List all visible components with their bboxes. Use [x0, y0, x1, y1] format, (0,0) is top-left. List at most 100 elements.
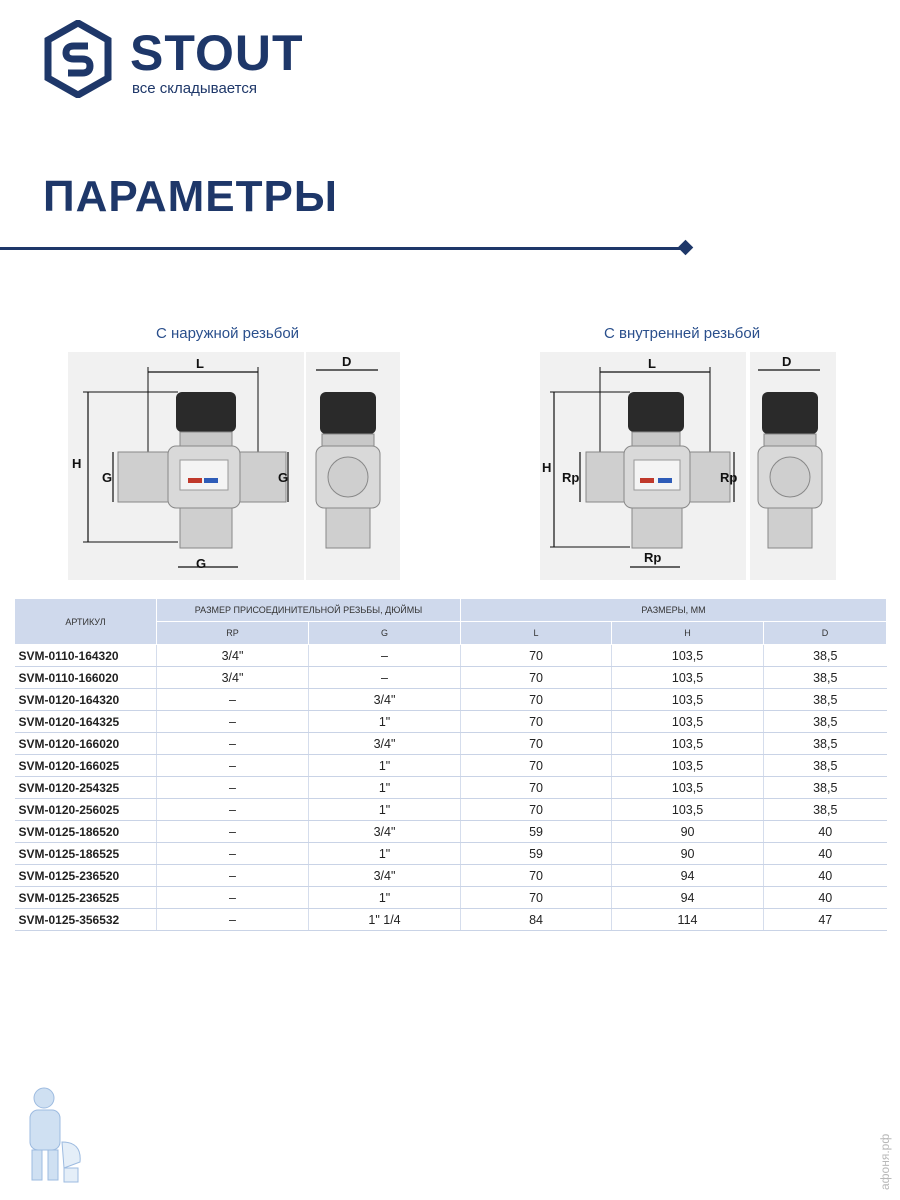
dim-label-rp-right: Rp	[720, 470, 738, 485]
cell-article: SVM-0125-236525	[14, 886, 157, 909]
cell-g: 3/4"	[307, 820, 461, 843]
cell-d: 38,5	[763, 732, 887, 755]
cell-d: 40	[763, 864, 887, 887]
valve-side-internal-icon	[757, 369, 823, 549]
cell-l: 70	[460, 776, 612, 799]
brand-name: STOUT	[130, 25, 304, 81]
cell-l: 70	[460, 644, 612, 667]
cell-rp: 3/4"	[156, 666, 309, 689]
stout-logo: STOUT все складывается	[44, 20, 303, 100]
dim-label-l-internal: L	[648, 356, 656, 371]
cell-g: 3/4"	[307, 732, 461, 755]
cell-article: SVM-0120-256025	[14, 798, 157, 821]
cell-rp: –	[156, 864, 309, 887]
dim-label-d-internal: D	[782, 354, 792, 369]
valve-side-external-drawing: D	[306, 352, 400, 580]
header-rp: Rp	[156, 621, 309, 645]
cell-article: SVM-0125-356532	[14, 908, 157, 931]
plumber-mascot-icon	[29, 1087, 81, 1183]
cell-h: 103,5	[611, 732, 764, 755]
title-divider	[0, 247, 688, 250]
cell-l: 59	[460, 820, 612, 843]
cell-rp: –	[156, 776, 309, 799]
cell-h: 103,5	[611, 798, 764, 821]
cell-g: 1"	[307, 798, 461, 821]
header-l: L	[460, 621, 613, 645]
dim-label-g-right: G	[278, 470, 289, 485]
page-title: ПАРАМЕТРЫ	[43, 172, 338, 221]
cell-rp: –	[156, 732, 309, 755]
cell-l: 59	[460, 842, 612, 865]
cell-g: –	[307, 666, 461, 689]
cell-rp: –	[156, 688, 309, 711]
dim-label-d-external: D	[342, 354, 352, 369]
dim-label-rp-left: Rp	[562, 470, 580, 485]
cell-article: SVM-0125-186525	[14, 842, 157, 865]
cell-article: SVM-0125-236520	[14, 864, 157, 887]
cell-g: 3/4"	[307, 864, 461, 887]
cell-article: SVM-0120-164325	[14, 710, 157, 733]
header-g: G	[307, 621, 462, 645]
cell-h: 103,5	[611, 644, 764, 667]
header-thread-size: РАЗМЕР ПРИСОЕДИНИТЕЛЬНОЙ РЕЗЬБЫ, ДЮЙМЫ	[155, 598, 462, 622]
cell-h: 94	[611, 864, 764, 887]
cell-d: 40	[763, 842, 887, 865]
cell-d: 38,5	[763, 666, 887, 689]
cell-rp: –	[156, 842, 309, 865]
cell-article: SVM-0120-166025	[14, 754, 157, 777]
spec-table: АРТИКУЛ РАЗМЕР ПРИСОЕДИНИТЕЛЬНОЙ РЕЗЬБЫ,…	[14, 598, 888, 931]
cell-h: 103,5	[611, 666, 764, 689]
cell-rp: –	[156, 820, 309, 843]
cell-article: SVM-0120-164320	[14, 688, 157, 711]
valve-front-external-icon	[83, 367, 289, 568]
cell-d: 38,5	[763, 798, 887, 821]
valve-front-internal-icon	[550, 367, 735, 568]
cell-l: 70	[460, 886, 612, 909]
cell-article: SVM-0120-166020	[14, 732, 157, 755]
stout-hexagon-logo-icon	[44, 20, 112, 98]
header-d: D	[763, 621, 888, 645]
brand-tagline: все складывается	[132, 80, 257, 97]
cell-rp: –	[156, 908, 309, 931]
cell-l: 84	[460, 908, 612, 931]
cell-d: 38,5	[763, 644, 887, 667]
cell-rp: 3/4"	[156, 644, 309, 667]
cell-article: SVM-0120-254325	[14, 776, 157, 799]
caption-external-thread: С наружной резьбой	[156, 325, 300, 342]
cell-l: 70	[460, 864, 612, 887]
cell-g: 1"	[307, 886, 461, 909]
cell-d: 38,5	[763, 688, 887, 711]
cell-g: 1"	[307, 754, 461, 777]
cell-d: 38,5	[763, 776, 887, 799]
cell-l: 70	[460, 732, 612, 755]
cell-h: 103,5	[611, 710, 764, 733]
cell-h: 103,5	[611, 688, 764, 711]
cell-h: 103,5	[611, 776, 764, 799]
cell-d: 38,5	[763, 710, 887, 733]
cell-h: 103,5	[611, 754, 764, 777]
cell-l: 70	[460, 754, 612, 777]
cell-g: 3/4"	[307, 688, 461, 711]
dim-label-h-internal: H	[542, 460, 552, 475]
cell-h: 94	[611, 886, 764, 909]
valve-front-external-drawing: L H G G G	[68, 352, 304, 580]
cell-article: SVM-0125-186520	[14, 820, 157, 843]
cell-l: 70	[460, 798, 612, 821]
dim-label-h: H	[72, 456, 82, 471]
cell-d: 40	[763, 820, 887, 843]
dim-label-g-left: G	[102, 470, 113, 485]
valve-side-internal-drawing: D	[750, 352, 836, 580]
valve-front-internal-drawing: L H Rp Rp Rp	[540, 352, 746, 580]
cell-g: –	[307, 644, 461, 667]
